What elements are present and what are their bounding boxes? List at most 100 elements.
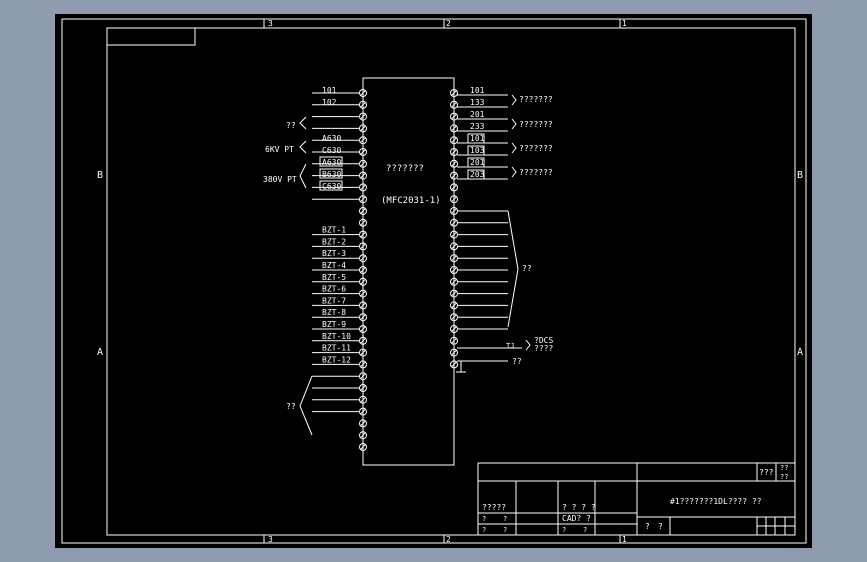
- left-terminal: [359, 419, 367, 428]
- right-arrow: [511, 94, 517, 106]
- left-terminal: [359, 218, 367, 227]
- bzt-label: BZT-11: [322, 344, 351, 353]
- dcs-terminal-label: TJ: [506, 342, 514, 350]
- bzt-label-list: BZT-1BZT-2BZT-3BZT-4BZT-5BZT-6BZT-7BZT-8…: [322, 226, 351, 365]
- title-block-mid-label: ? ? ? ?: [562, 503, 596, 512]
- title-block-left-label: ?????: [482, 503, 506, 512]
- title-block-scale-2: ?: [658, 522, 663, 531]
- row-right-a: A: [797, 347, 803, 358]
- right-label: 133: [470, 98, 485, 107]
- title-block-cell-1: ?: [482, 515, 486, 523]
- right-terminal: [450, 100, 458, 109]
- right-terminal: [450, 195, 458, 204]
- left-bracket-6kv: [299, 140, 307, 154]
- drawing-number-box: [106, 27, 196, 46]
- right-group-1: ???????: [519, 95, 553, 104]
- left-group-380v: 380V PT: [263, 175, 297, 184]
- title-block-top-right-b1: ??: [780, 464, 788, 472]
- left-bracket-380v: [299, 163, 307, 189]
- right-terminal: [450, 159, 458, 168]
- title-block-cell-6: ?: [583, 526, 587, 534]
- title-block-cad-label: CAD? ?: [562, 514, 591, 523]
- right-terminal: [450, 348, 458, 357]
- row-right-b: B: [797, 170, 803, 181]
- drawing-frame: [106, 27, 796, 536]
- left-bracket-bottom: [299, 375, 313, 436]
- left-label-a630: A630: [322, 134, 341, 143]
- title-block: [477, 462, 796, 536]
- right-terminal: [450, 89, 458, 97]
- left-terminal: [359, 431, 367, 440]
- zone-bottom-3: 3: [268, 535, 273, 544]
- zone-top-3: 3: [268, 19, 273, 28]
- outer-border: [61, 18, 807, 544]
- right-label: 203: [470, 170, 485, 179]
- zone-top-2: 2: [446, 19, 451, 28]
- right-arrow: [511, 118, 517, 130]
- bzt-label: BZT-12: [322, 355, 351, 364]
- zone-top-1: 1: [622, 19, 627, 28]
- device-model: (MFC2031-1): [381, 196, 441, 206]
- title-block-cell-4: ?: [503, 526, 507, 534]
- right-group-2: ???????: [519, 120, 553, 129]
- title-block-top-right-b2: ??: [780, 473, 788, 481]
- row-left-a: A: [97, 347, 103, 358]
- right-arrow: [511, 142, 517, 154]
- label-box-b630: [319, 168, 343, 179]
- left-terminal: [359, 443, 367, 451]
- right-terminal: [450, 183, 458, 192]
- right-terminal: [450, 112, 458, 121]
- bzt-label: BZT-2: [322, 237, 346, 246]
- bzt-label: BZT-8: [322, 308, 346, 317]
- right-label: 201: [470, 110, 485, 119]
- bzt-label: BZT-10: [322, 332, 351, 341]
- right-label-box: [467, 145, 485, 156]
- bzt-label: BZT-6: [322, 285, 346, 294]
- right-terminal: [450, 136, 458, 145]
- left-label-c630: C630: [322, 146, 341, 155]
- right-label-box: [467, 157, 485, 168]
- left-terminal: [359, 207, 367, 215]
- title-block-cell-3: ?: [482, 526, 486, 534]
- bzt-label: BZT-3: [322, 249, 346, 258]
- left-label-b630: B630: [322, 170, 341, 179]
- left-label-c630-b: C630: [322, 182, 341, 191]
- title-block-cell-5: ?: [562, 526, 566, 534]
- title-block-scale-1: ?: [645, 522, 650, 531]
- title-block-cell-2: ?: [503, 515, 507, 523]
- right-label: 103: [470, 146, 485, 155]
- bzt-label: BZT-9: [322, 320, 346, 329]
- label-box-c630: [319, 180, 343, 191]
- left-group-top: ??: [286, 121, 296, 130]
- label-box-a630: [319, 156, 343, 167]
- right-terminal: [450, 124, 458, 133]
- dcs-arrow: [525, 339, 531, 351]
- bzt-label: BZT-7: [322, 296, 346, 305]
- right-terminal: [450, 336, 458, 345]
- left-label-102: 102: [322, 98, 337, 107]
- right-label: 201: [470, 158, 485, 167]
- bzt-label: BZT-1: [322, 226, 346, 235]
- bzt-label: BZT-4: [322, 261, 346, 270]
- left-group-bottom: ??: [286, 402, 296, 411]
- right-group-mid: ??: [522, 264, 532, 273]
- right-bracket-mid: [507, 210, 519, 328]
- right-label: 233: [470, 122, 485, 131]
- left-label-101: 101: [322, 86, 337, 95]
- right-terminal: [450, 148, 458, 156]
- title-block-top-right-a: ???: [759, 468, 774, 477]
- zone-bottom-1: 1: [622, 535, 627, 544]
- sheet-background: [55, 14, 812, 548]
- right-group-3: ???????: [519, 144, 553, 153]
- right-label: 101: [470, 134, 485, 143]
- ground-label: ??: [512, 357, 522, 366]
- right-arrow: [511, 166, 517, 178]
- dcs-label-2: ????: [534, 344, 553, 353]
- left-label-a630-b: A630: [322, 158, 341, 167]
- device-title: ???????: [386, 164, 424, 174]
- right-label-box: [467, 169, 485, 180]
- bzt-label: BZT-5: [322, 273, 346, 282]
- right-group-4: ???????: [519, 168, 553, 177]
